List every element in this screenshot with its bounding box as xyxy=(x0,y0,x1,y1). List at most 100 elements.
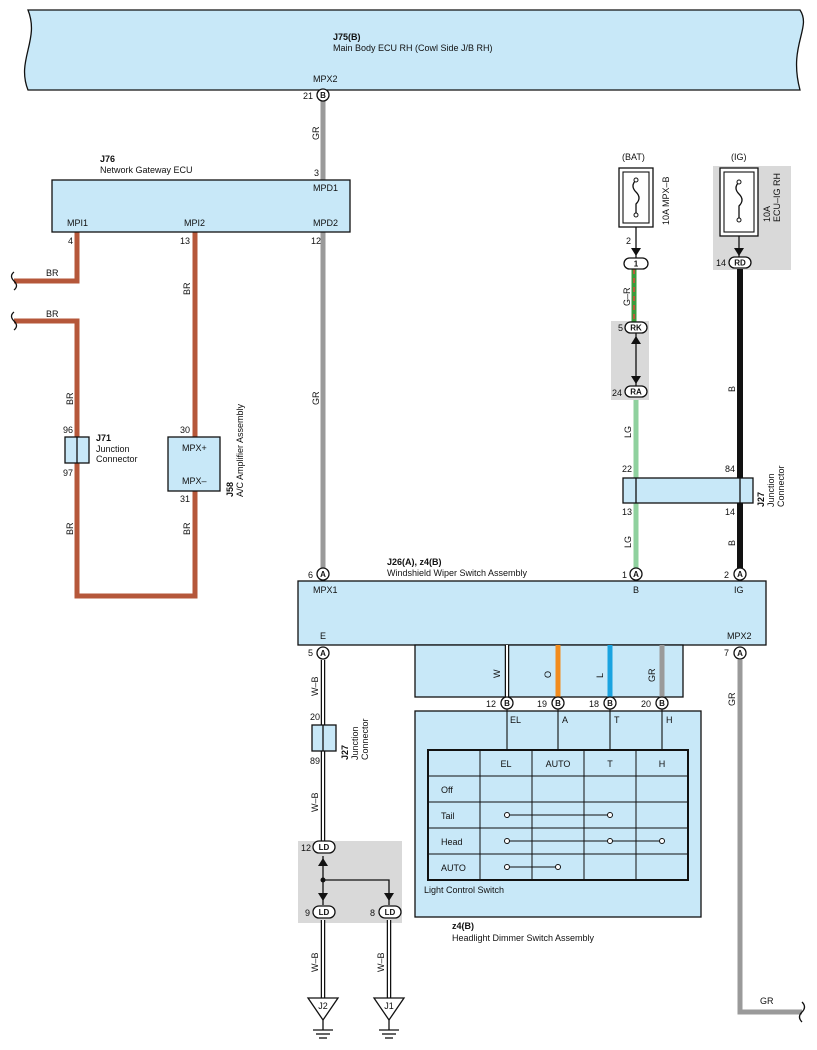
wiper-b-connector xyxy=(629,567,643,581)
j27-right-code: J27 xyxy=(756,492,766,507)
wiper-e-no: 5 xyxy=(308,648,313,658)
ground-j2-label: J2 xyxy=(318,1001,328,1011)
label-lg-top: LG xyxy=(623,426,633,438)
fuse-ig-term-top xyxy=(736,179,742,185)
fuse-ig-label1: 10A xyxy=(762,206,772,222)
label-g-r: G–R xyxy=(622,287,632,306)
ld-pin-right: 8 xyxy=(370,908,375,918)
head-dot-el xyxy=(504,838,510,844)
ra-arrow xyxy=(631,376,641,384)
gateway-mpd2-no: 12 xyxy=(311,236,321,246)
wiper-subbox xyxy=(414,644,684,698)
gateway-code: J76 xyxy=(100,154,115,164)
fuse-ig-icon xyxy=(735,181,743,220)
gateway-mpd1: MPD1 xyxy=(313,183,338,193)
fuse-ig-box xyxy=(719,167,759,237)
wiper-b-no: 1 xyxy=(622,570,627,580)
dimmer-t-conn: B xyxy=(607,699,613,708)
ld-arrow-down-right xyxy=(384,893,394,901)
ld-left-connector xyxy=(312,905,336,919)
j71-line1: Junction xyxy=(96,444,130,454)
ra-label: RA xyxy=(630,388,642,397)
j27-right-line1: Junction xyxy=(766,473,776,507)
fuse-bat-source: (BAT) xyxy=(622,152,645,162)
wiper-e: E xyxy=(320,631,326,641)
wire-br-loop xyxy=(14,232,198,599)
ld-top-connector xyxy=(312,840,336,854)
j27-right-pin13: 13 xyxy=(622,507,632,517)
j71-line2: Connector xyxy=(96,454,138,464)
wiper-ig-connector xyxy=(733,567,747,581)
table-row-head: Head xyxy=(441,837,463,847)
gateway-mpi2-no: 13 xyxy=(180,236,190,246)
dimmer-a-conn: B xyxy=(555,699,561,708)
dimmer-h-conn: B xyxy=(659,699,665,708)
fuse-bat-box xyxy=(618,167,654,228)
j27-left-pin-bot: 89 xyxy=(310,756,320,766)
j58-name: A/C Amplifier Assembly xyxy=(235,403,245,497)
main-body-ecu-name: Main Body ECU RH (Cowl Side J/B RH) xyxy=(333,43,493,53)
ld-pin-left: 9 xyxy=(305,908,310,918)
label-gr-top: GR xyxy=(311,126,321,140)
main-body-ecu-conn-label: B xyxy=(320,91,326,100)
dimmer-pin-t: T xyxy=(614,715,620,725)
label-lg-bot: LG xyxy=(623,536,633,548)
label-br-3: BR xyxy=(65,392,75,405)
j58-mpx-plus: MPX+ xyxy=(182,443,207,453)
label-b-bot: B xyxy=(727,540,737,546)
fuse-ig-inner xyxy=(723,171,755,233)
j27-right-pin22: 22 xyxy=(622,464,632,474)
wire-gr-mpx2 xyxy=(737,660,802,1015)
j27-left-box xyxy=(311,724,337,752)
gateway-box xyxy=(51,179,351,233)
table-header-t: T xyxy=(607,759,613,769)
j27-right-box xyxy=(622,477,754,504)
ld-right-connector xyxy=(378,905,402,919)
label-gr-right: GR xyxy=(727,692,737,706)
ld-splice-dot xyxy=(320,877,326,883)
label-w-b-2: W–B xyxy=(310,792,320,812)
label-w-b-1: W–B xyxy=(310,676,320,696)
label-gr-bottom: GR xyxy=(760,996,774,1006)
gateway-mpi2: MPI2 xyxy=(184,218,205,228)
j27-right-pin84: 84 xyxy=(725,464,735,474)
j27-left-line1: Junction xyxy=(350,726,360,760)
table-header-el: EL xyxy=(500,759,511,769)
label-br-6: BR xyxy=(182,522,192,535)
fuse-bat-term-top xyxy=(633,177,639,183)
main-body-ecu-box xyxy=(23,9,805,91)
head-dot-t xyxy=(607,838,613,844)
label-gr-mid: GR xyxy=(311,391,321,405)
wiper-e-connector xyxy=(316,646,330,660)
fuse-bat-pin: 2 xyxy=(626,236,631,246)
auto-dot-a xyxy=(555,864,561,870)
wiper-box xyxy=(297,580,767,646)
ground-j1-label: J1 xyxy=(384,1001,394,1011)
ld-arrow-down-left xyxy=(318,893,328,901)
wiper-ig-conn: A xyxy=(737,570,743,579)
gateway-mpd1-no: 3 xyxy=(314,168,319,178)
wiper-code: J26(A), z4(B) xyxy=(387,557,442,567)
wiper-e-conn: A xyxy=(320,649,326,658)
fuse-ig-label2: ECU–IG RH xyxy=(772,173,782,222)
table-row-tail: Tail xyxy=(441,811,455,821)
dimmer-pin-a-no: 19 xyxy=(537,699,547,709)
head-dot-h xyxy=(659,838,665,844)
dimmer-el-conn: B xyxy=(504,699,510,708)
gateway-mpd2: MPD2 xyxy=(313,218,338,228)
j58-mpx-minus: MPX– xyxy=(182,476,207,486)
wiper-mpx2: MPX2 xyxy=(727,631,752,641)
fuse-ig-arrow xyxy=(734,248,744,256)
ground-j2-icon xyxy=(306,997,340,1022)
rk-arrow xyxy=(631,336,641,344)
ld-left-label: LD xyxy=(319,908,330,917)
label-w-b-3: W–B xyxy=(310,952,320,972)
wire-br-mpi1 xyxy=(14,232,80,284)
break-mark-3 xyxy=(798,1001,806,1023)
main-body-ecu-code: J75(B) xyxy=(333,32,361,42)
label-l: L xyxy=(595,673,605,678)
j58-box xyxy=(167,436,221,492)
table-header-h: H xyxy=(659,759,666,769)
wiper-name: Windshield Wiper Switch Assembly xyxy=(387,568,528,578)
